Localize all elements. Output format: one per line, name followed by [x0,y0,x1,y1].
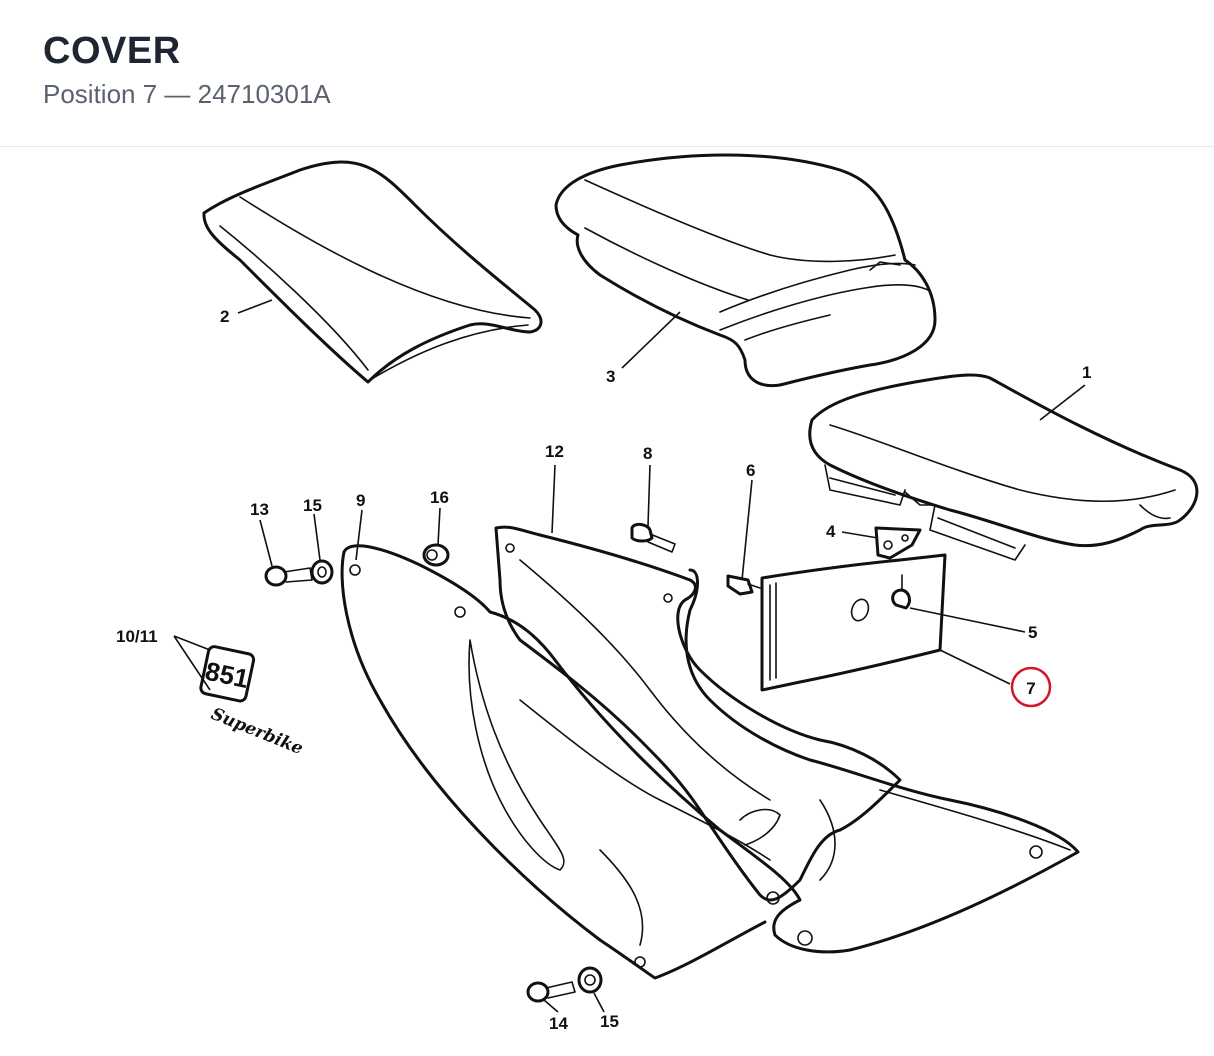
part-8-bolt[interactable] [630,522,676,553]
part-15-washer-upper[interactable] [310,559,334,585]
page-header: COVER Position 7 — 24710301A [0,0,1214,147]
label-15-upper: 15 [303,496,322,515]
part-13-screw[interactable] [264,565,313,587]
label-8: 8 [643,444,652,463]
part-5-screw[interactable] [891,574,911,610]
label-14: 14 [549,1014,568,1033]
label-15-lower: 15 [600,1012,619,1031]
part-14-screw[interactable] [526,981,576,1003]
part-9-side-panel[interactable] [340,544,1080,980]
part-15-washer-lower[interactable] [577,966,603,994]
part-7-cover[interactable] [760,553,947,692]
part-4-bracket[interactable] [874,526,922,560]
label-9: 9 [356,491,365,510]
label-13: 13 [250,500,269,519]
part-12-inner-panel[interactable] [494,525,902,902]
part-16-bushing[interactable] [422,543,450,567]
label-6: 6 [746,461,755,480]
label-5: 5 [1028,623,1037,642]
page-subtitle: Position 7 — 24710301A [43,79,331,109]
page-title: COVER [43,30,181,72]
part-10-11-decals[interactable]: 851 Superbike [199,645,306,760]
label-4: 4 [826,522,836,541]
part-2-tail-cover[interactable] [202,160,543,384]
label-12: 12 [545,442,564,461]
leader-lines [173,299,1086,1013]
decal-number-text: 851 [203,656,252,694]
part-labels: 1 2 3 4 5 6 8 9 10/11 12 13 14 15 15 16 [116,307,1091,1033]
exploded-parts-diagram: 851 Superbike 1 2 3 4 5 6 8 9 10/11 12 1… [0,147,1214,1056]
label-7: 7 [1026,679,1035,698]
decal-script-text: Superbike [208,704,306,759]
part-1-seat[interactable] [808,373,1199,561]
label-10-11: 10/11 [116,627,158,646]
label-2: 2 [220,307,229,326]
part-3-seat-cowl[interactable] [554,153,937,388]
label-16: 16 [430,488,449,507]
label-1: 1 [1082,363,1091,382]
label-3: 3 [606,367,615,386]
part-6-bolt[interactable] [726,574,761,596]
highlight-marker-position-7[interactable]: 7 [1010,666,1052,708]
highlight-circle [1010,666,1052,708]
